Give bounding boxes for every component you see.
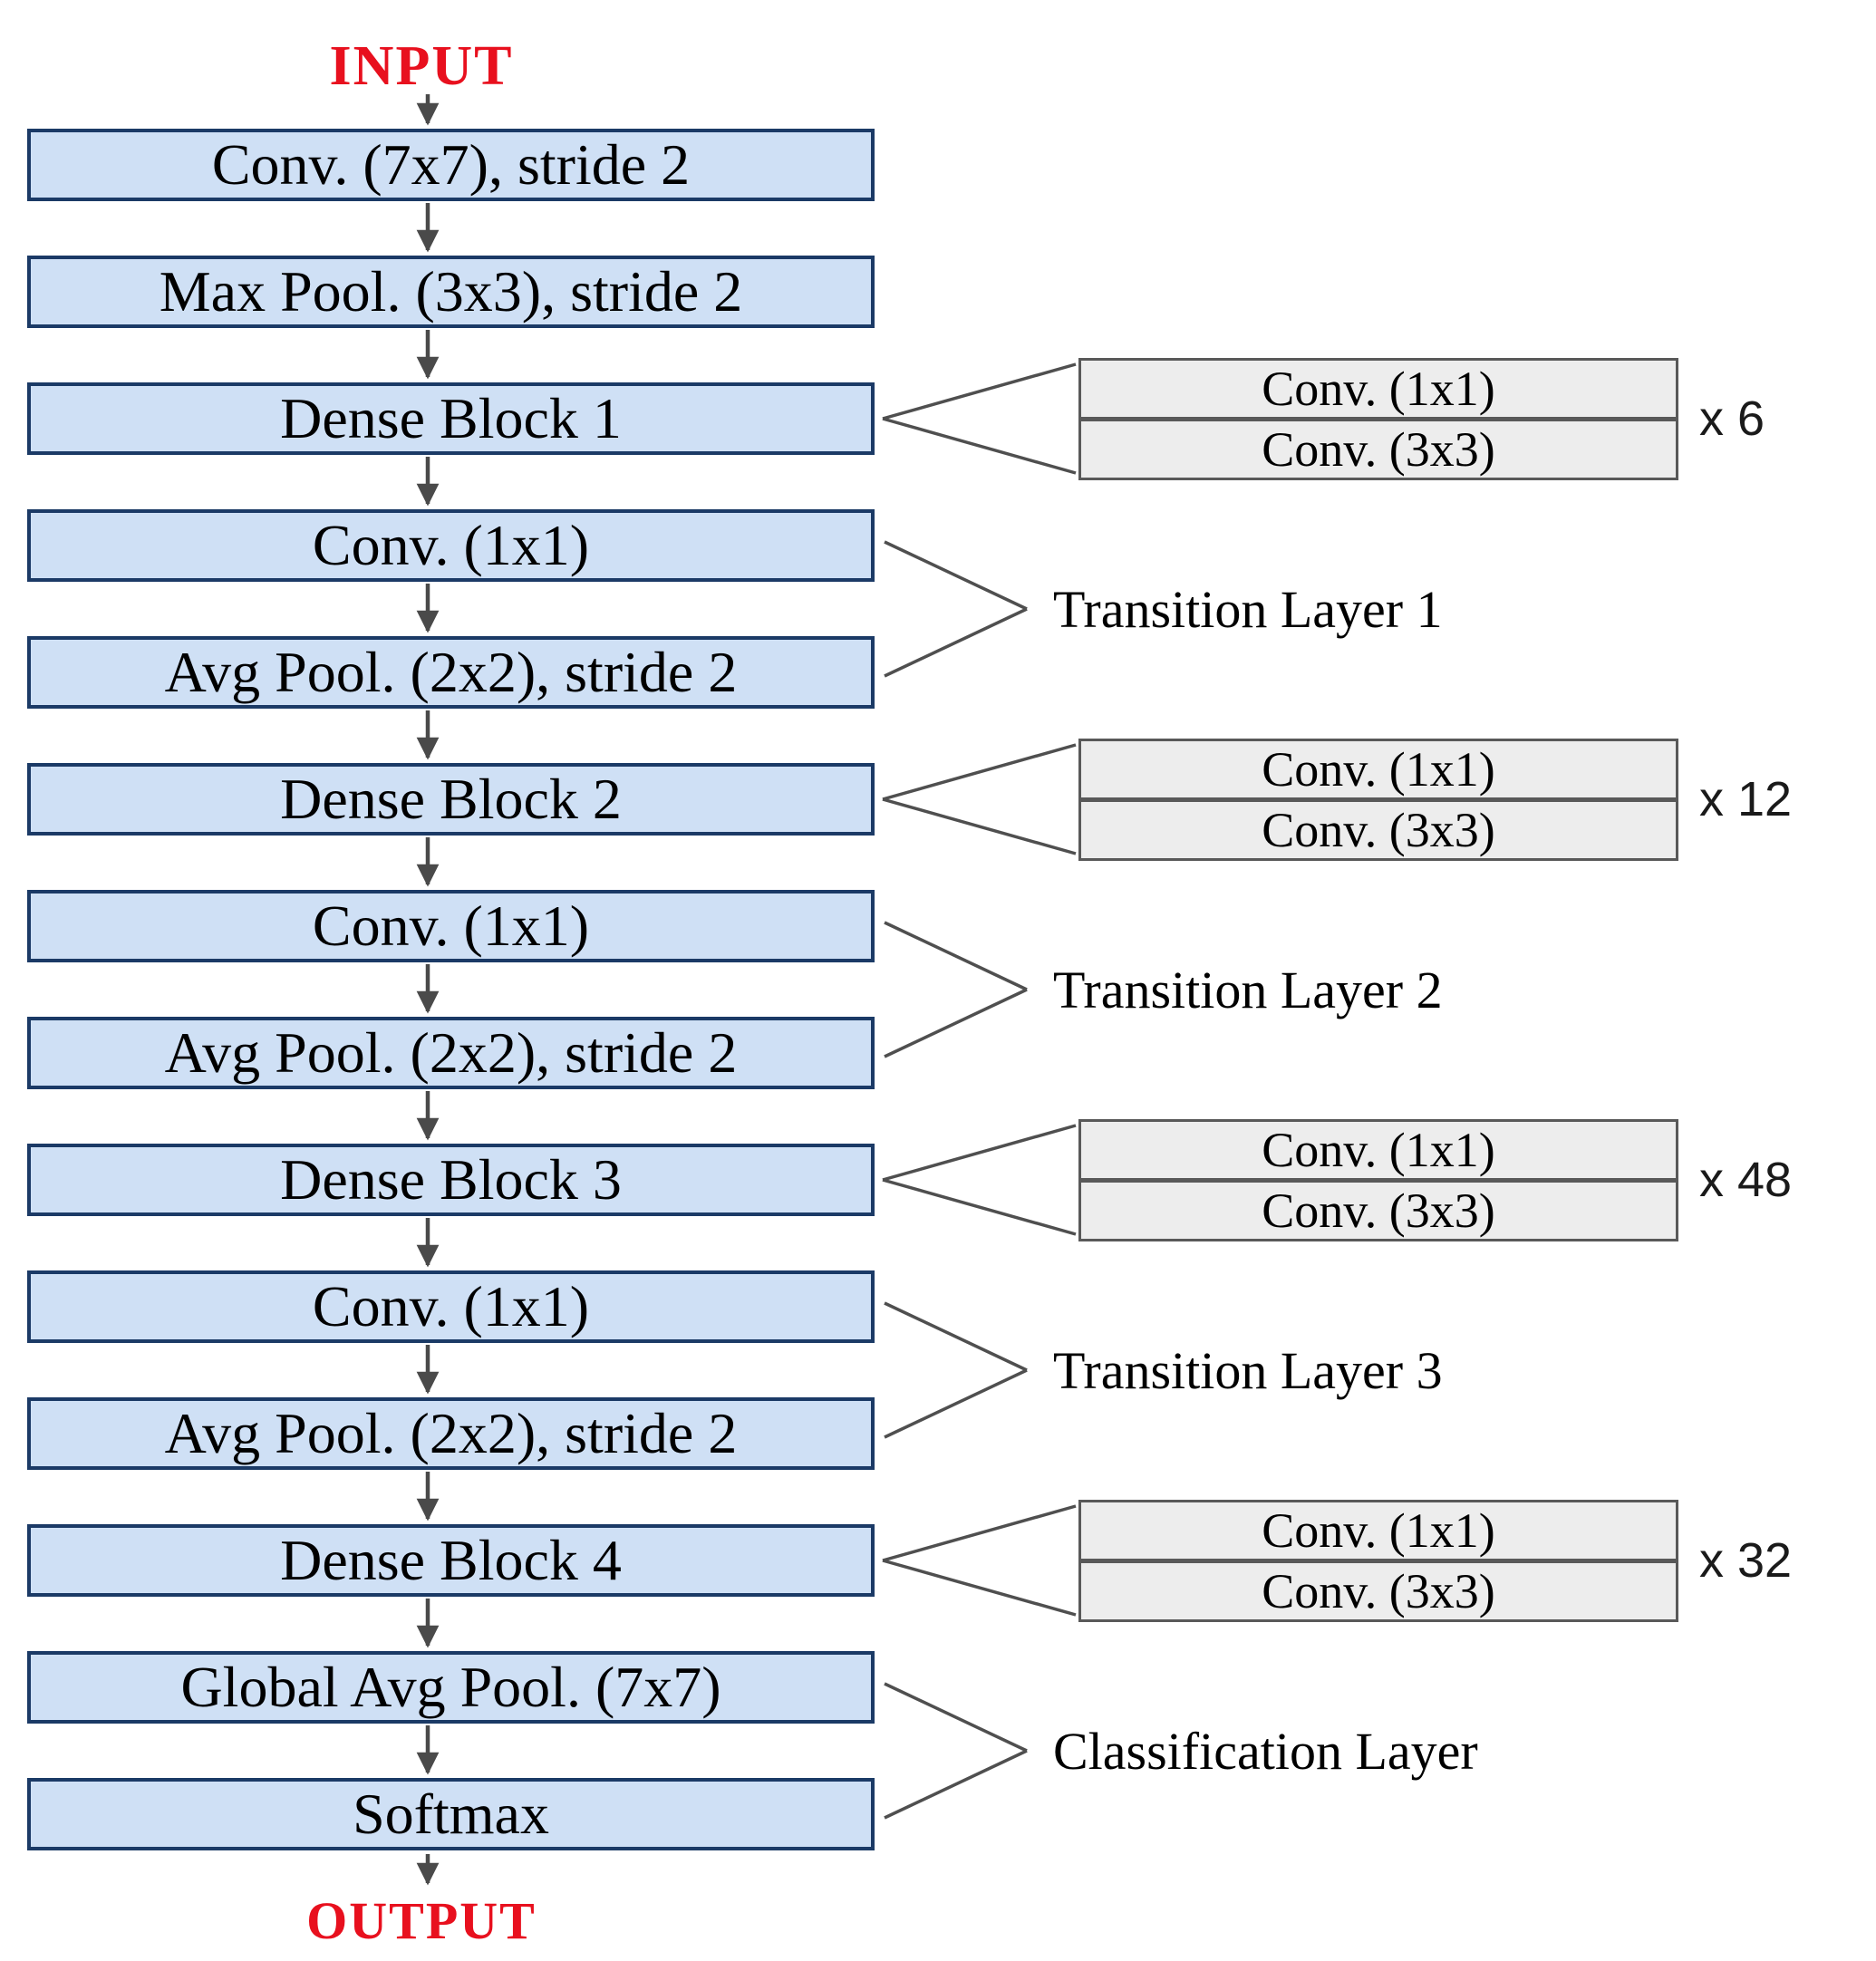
flow-box-global-avg-pool: Global Avg Pool. (7x7) — [27, 1651, 875, 1724]
connector-line — [882, 743, 1077, 801]
label-transition-layer-3: Transition Layer 3 — [1053, 1340, 1443, 1400]
repeat-conv-3x3-box: Conv. (3x3) — [1081, 421, 1676, 478]
flow-box-dense-block-4: Dense Block 4 — [27, 1524, 875, 1597]
input-label: INPUT — [329, 35, 514, 97]
connector-line — [882, 797, 1077, 855]
repeat-unit-dense-block-3: Conv. (1x1) Conv. (3x3) — [1078, 1119, 1678, 1241]
repeat-conv-1x1-box: Conv. (1x1) — [1081, 741, 1676, 797]
label-transition-layer-1: Transition Layer 1 — [1053, 579, 1443, 639]
flow-box-dense-block-3: Dense Block 3 — [27, 1144, 875, 1216]
repeat-conv-1x1-box: Conv. (1x1) — [1081, 1122, 1676, 1178]
repeat-unit-connectors — [882, 362, 1077, 1617]
connector-line — [884, 1682, 1028, 1753]
flow-box-conv-7x7: Conv. (7x7), stride 2 — [27, 129, 875, 201]
connector-line — [882, 1124, 1077, 1182]
flow-box-dense-block-2: Dense Block 2 — [27, 763, 875, 836]
connector-line — [884, 607, 1028, 678]
repeat-multiplier-x32: x 32 — [1699, 1533, 1793, 1588]
repeat-unit-dense-block-2: Conv. (1x1) Conv. (3x3) — [1078, 739, 1678, 861]
connector-line — [884, 921, 1028, 991]
repeat-multiplier-x48: x 48 — [1699, 1153, 1793, 1207]
flow-box-softmax: Softmax — [27, 1778, 875, 1850]
repeat-conv-3x3-box: Conv. (3x3) — [1081, 1563, 1676, 1619]
label-transition-layer-2: Transition Layer 2 — [1053, 960, 1443, 1019]
label-classification-layer: Classification Layer — [1053, 1721, 1478, 1781]
connector-line — [882, 1559, 1077, 1617]
flow-box-conv-1x1-t3: Conv. (1x1) — [27, 1270, 875, 1343]
repeat-multiplier-x12: x 12 — [1699, 772, 1793, 826]
layer-group-connectors — [884, 540, 1028, 1820]
repeat-conv-3x3-box: Conv. (3x3) — [1081, 802, 1676, 858]
connector-line — [884, 988, 1028, 1058]
connector-line — [884, 1301, 1028, 1372]
repeat-conv-1x1-box: Conv. (1x1) — [1081, 361, 1676, 417]
connector-line — [884, 1368, 1028, 1439]
repeat-unit-dense-block-4: Conv. (1x1) Conv. (3x3) — [1078, 1500, 1678, 1622]
repeat-conv-1x1-box: Conv. (1x1) — [1081, 1502, 1676, 1559]
output-label: OUTPUT — [306, 1891, 537, 1950]
flow-box-avgpool-t1: Avg Pool. (2x2), stride 2 — [27, 636, 875, 709]
repeat-multiplier-x6: x 6 — [1699, 391, 1765, 446]
flow-box-conv-1x1-t1: Conv. (1x1) — [27, 509, 875, 582]
repeat-unit-dense-block-1: Conv. (1x1) Conv. (3x3) — [1078, 358, 1678, 480]
repeat-conv-3x3-box: Conv. (3x3) — [1081, 1183, 1676, 1239]
connector-line — [884, 540, 1028, 611]
flow-box-avgpool-t2: Avg Pool. (2x2), stride 2 — [27, 1017, 875, 1089]
flow-box-maxpool-3x3: Max Pool. (3x3), stride 2 — [27, 256, 875, 328]
connector-line — [882, 1178, 1077, 1236]
flow-box-avgpool-t3: Avg Pool. (2x2), stride 2 — [27, 1397, 875, 1470]
flow-box-conv-1x1-t2: Conv. (1x1) — [27, 890, 875, 962]
connector-line — [882, 417, 1077, 475]
connector-line — [882, 1504, 1077, 1562]
flow-box-dense-block-1: Dense Block 1 — [27, 382, 875, 455]
connector-line — [882, 362, 1077, 420]
connector-line — [884, 1749, 1028, 1820]
